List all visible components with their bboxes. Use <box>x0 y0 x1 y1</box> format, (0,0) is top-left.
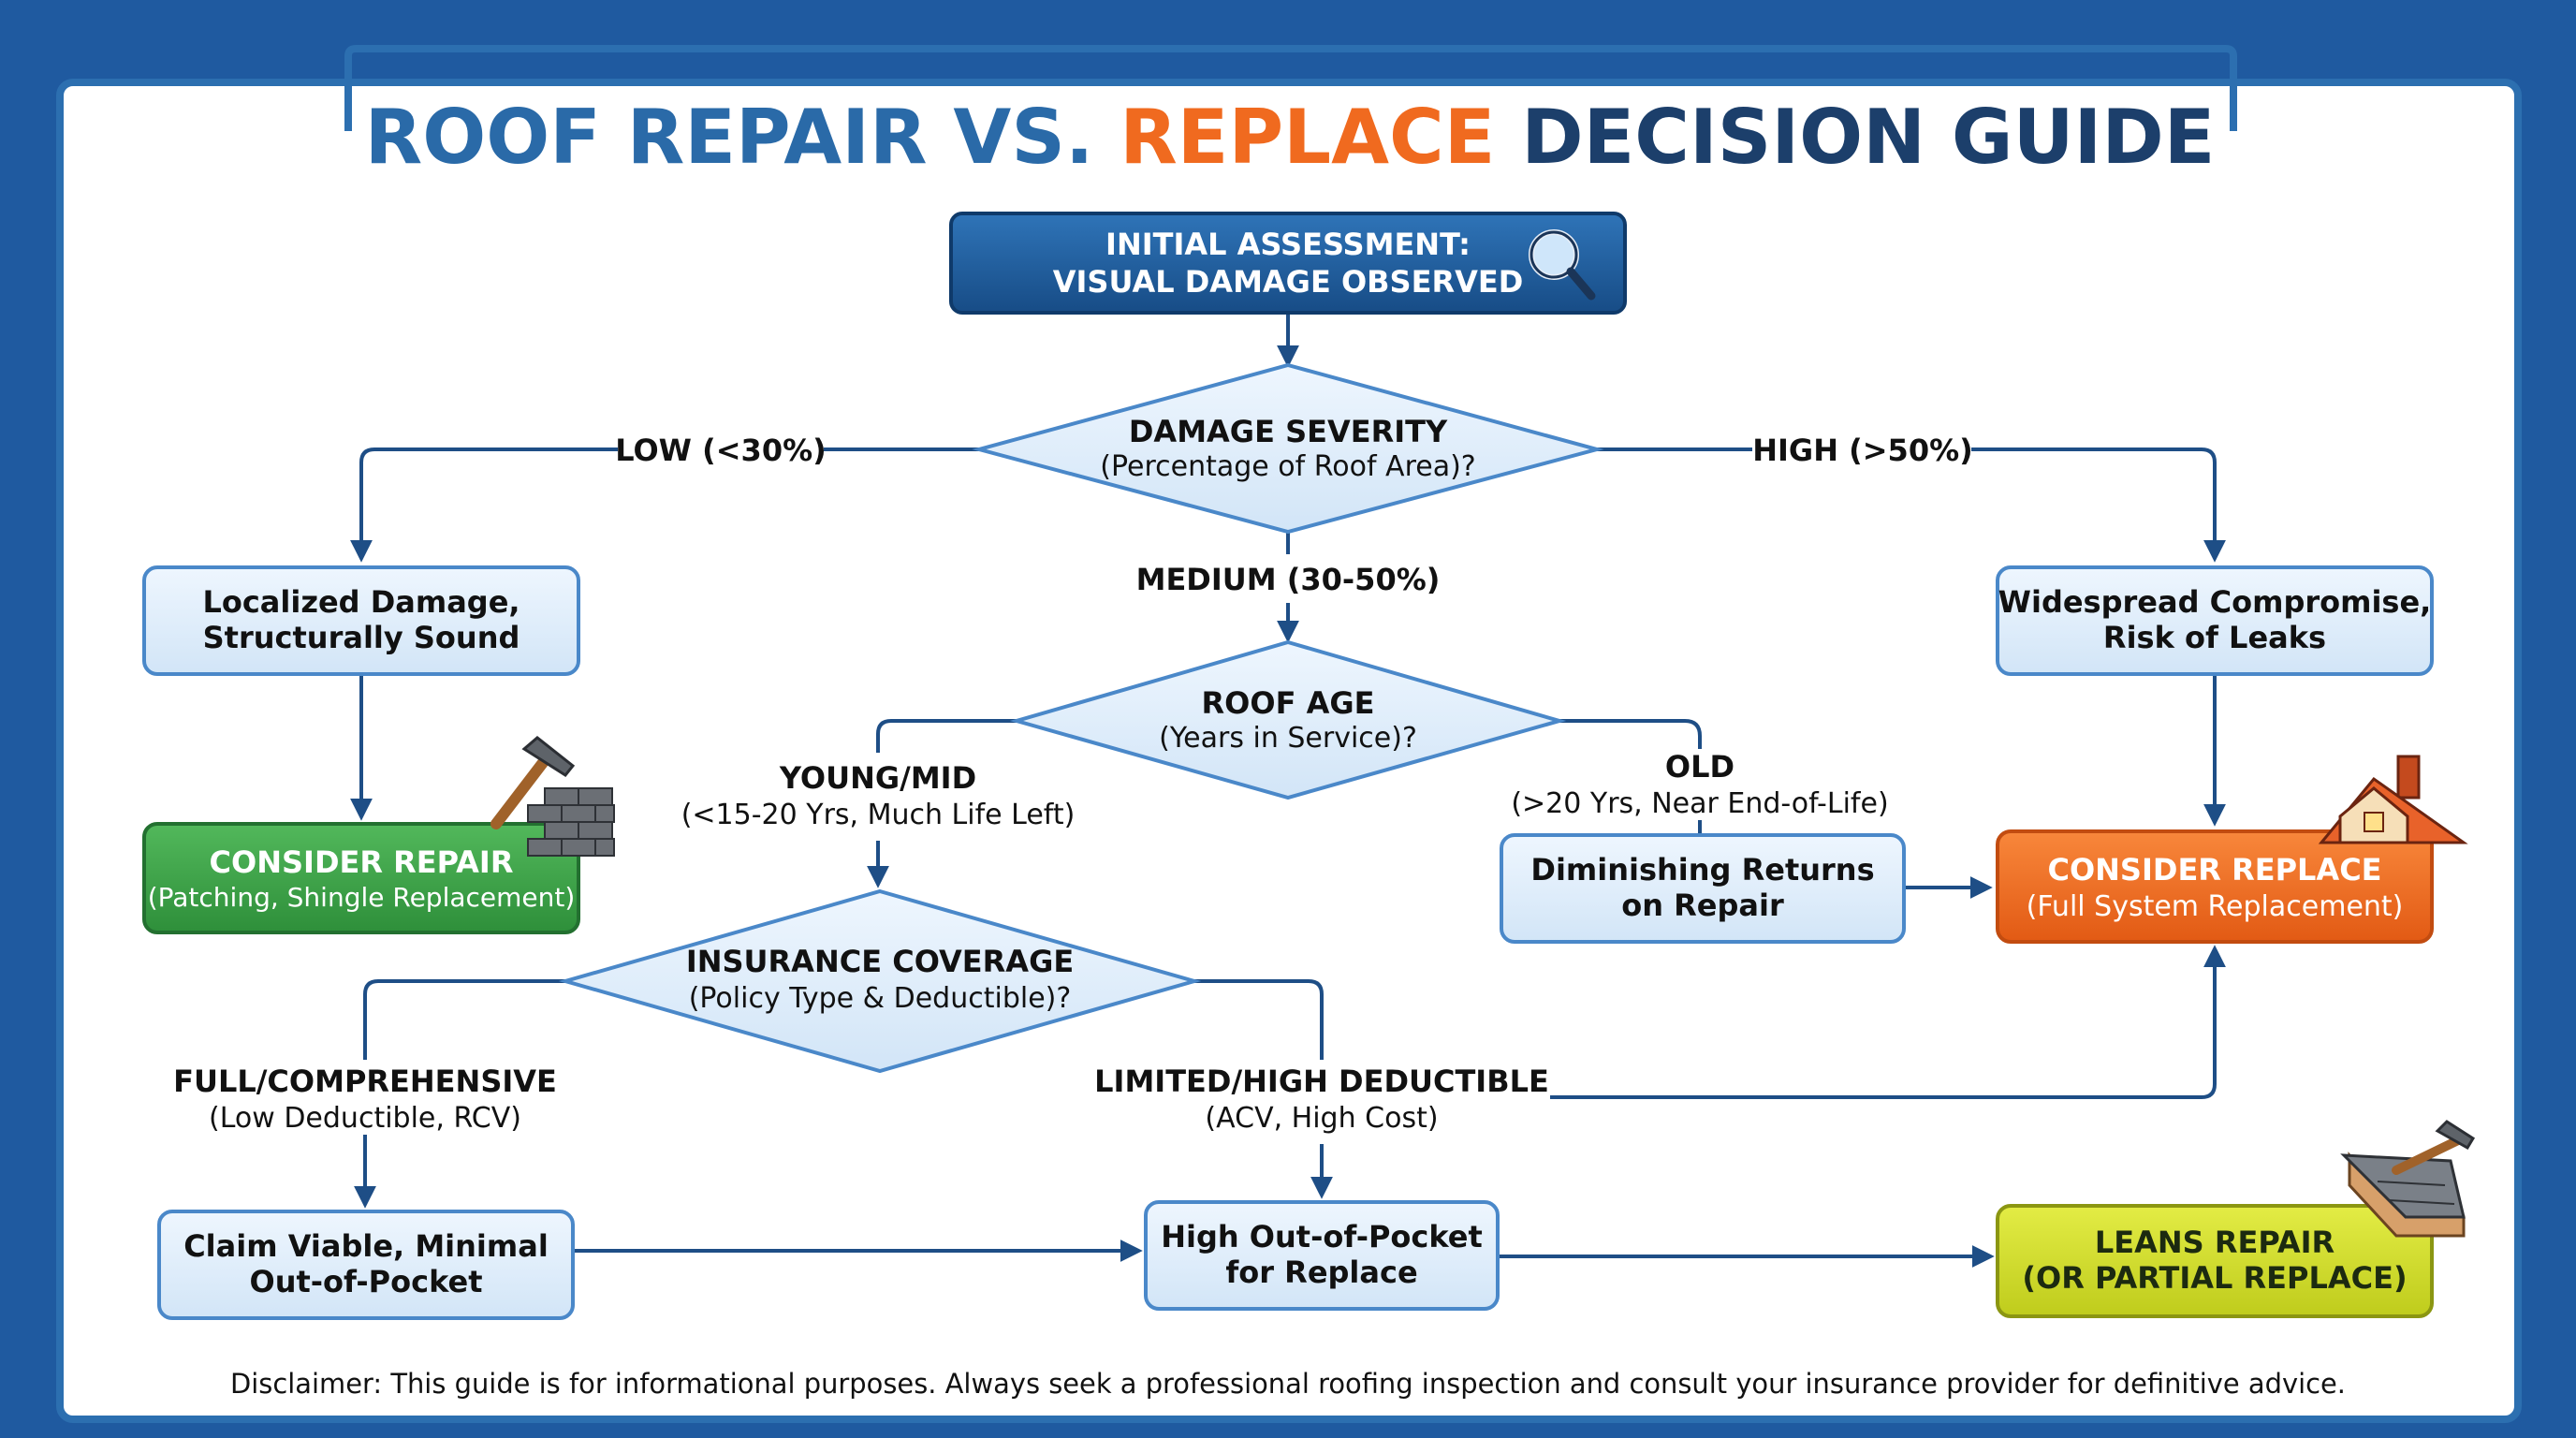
decision-damage-severity: DAMAGE SEVERITY (Percentage of Roof Area… <box>972 362 1604 535</box>
high-oop-line1: High Out-of-Pocket <box>1161 1219 1483 1255</box>
outcome-leans-repair: LEANS REPAIR (OR PARTIAL REPLACE) <box>1996 1204 2434 1318</box>
label-high: HIGH (>50%) <box>1752 433 1973 468</box>
consider-replace-line2: (Full System Replacement) <box>2027 890 2404 923</box>
title-bracket <box>344 45 2237 131</box>
magnifier-icon <box>1529 229 1596 301</box>
label-limited-sub: (ACV, High Cost) <box>1205 1102 1438 1135</box>
age-line1: ROOF AGE <box>1202 685 1375 721</box>
claim-viable-line1: Claim Viable, Minimal <box>183 1228 549 1264</box>
hammer-brick-icon <box>490 736 615 857</box>
label-old-sub: (>20 Yrs, Near End-of-Life) <box>1511 787 1888 820</box>
label-low: LOW (<30%) <box>615 433 827 468</box>
node-initial-assessment: INITIAL ASSESSMENT: VISUAL DAMAGE OBSERV… <box>949 212 1627 315</box>
age-line2: (Years in Service)? <box>1159 722 1417 755</box>
node-widespread-compromise: Widespread Compromise, Risk of Leaks <box>1996 565 2434 676</box>
severity-line2: (Percentage of Roof Area)? <box>1100 450 1475 483</box>
claim-viable-line2: Out-of-Pocket <box>249 1264 482 1299</box>
label-medium: MEDIUM (30-50%) <box>1136 562 1441 597</box>
label-old-title: OLD <box>1665 749 1734 785</box>
label-full-title: FULL/COMPREHENSIVE <box>173 1064 557 1099</box>
diminishing-line1: Diminishing Returns <box>1530 852 1874 888</box>
localized-line2: Structurally Sound <box>203 620 520 655</box>
connectors <box>350 313 2226 1268</box>
node-localized-damage: Localized Damage, Structurally Sound <box>142 565 580 676</box>
branch-labels: LOW (<30%) HIGH (>50%) MEDIUM (30-50%) Y… <box>173 433 1973 1135</box>
node-claim-viable: Claim Viable, Minimal Out-of-Pocket <box>157 1210 575 1320</box>
node-start-line2: VISUAL DAMAGE OBSERVED <box>1053 264 1524 300</box>
node-diminishing-returns: Diminishing Returns on Repair <box>1500 833 1906 944</box>
outcome-consider-replace: CONSIDER REPLACE (Full System Replacemen… <box>1996 829 2434 944</box>
page-title: ROOF REPAIR VS. REPLACE DECISION GUIDE <box>365 94 2216 181</box>
outcome-consider-repair: CONSIDER REPAIR (Patching, Shingle Repla… <box>142 822 580 934</box>
consider-repair-line1: CONSIDER REPAIR <box>210 844 514 880</box>
house-roof-icon <box>2318 755 2468 844</box>
consider-repair-line2: (Patching, Shingle Replacement) <box>148 882 576 913</box>
disclaimer-text: Disclaimer: This guide is for informatio… <box>230 1368 2346 1400</box>
title-part-replace: REPLACE <box>1120 94 1495 181</box>
severity-line1: DAMAGE SEVERITY <box>1129 414 1448 449</box>
node-high-out-of-pocket: High Out-of-Pocket for Replace <box>1144 1200 1500 1311</box>
title-part-guide: DECISION GUIDE <box>1521 94 2215 181</box>
leans-repair-line2: (OR PARTIAL REPLACE) <box>2022 1260 2407 1296</box>
high-oop-line2: for Replace <box>1225 1255 1417 1290</box>
consider-replace-line1: CONSIDER REPLACE <box>2047 852 2381 888</box>
title-part-repair: ROOF REPAIR VS. <box>365 94 1094 181</box>
decision-insurance-coverage: INSURANCE COVERAGE (Policy Type & Deduct… <box>558 888 1202 1074</box>
decision-roof-age: ROOF AGE (Years in Service)? <box>1009 639 1567 800</box>
label-young-title: YOUNG/MID <box>779 760 976 796</box>
label-limited-title: LIMITED/HIGH DEDUCTIBLE <box>1094 1064 1549 1099</box>
insurance-line2: (Policy Type & Deductible)? <box>689 982 1072 1015</box>
widespread-line2: Risk of Leaks <box>2103 620 2326 655</box>
label-young-sub: (<15-20 Yrs, Much Life Left) <box>681 799 1076 831</box>
roof-hammer-icon <box>2340 1120 2476 1238</box>
diminishing-line2: on Repair <box>1621 888 1784 923</box>
leans-repair-line1: LEANS REPAIR <box>2095 1225 2334 1260</box>
localized-line1: Localized Damage, <box>202 584 520 620</box>
insurance-line1: INSURANCE COVERAGE <box>686 944 1074 979</box>
label-full-sub: (Low Deductible, RCV) <box>209 1102 521 1135</box>
node-start-line1: INITIAL ASSESSMENT: <box>1105 227 1471 262</box>
widespread-line1: Widespread Compromise, <box>1998 584 2432 620</box>
